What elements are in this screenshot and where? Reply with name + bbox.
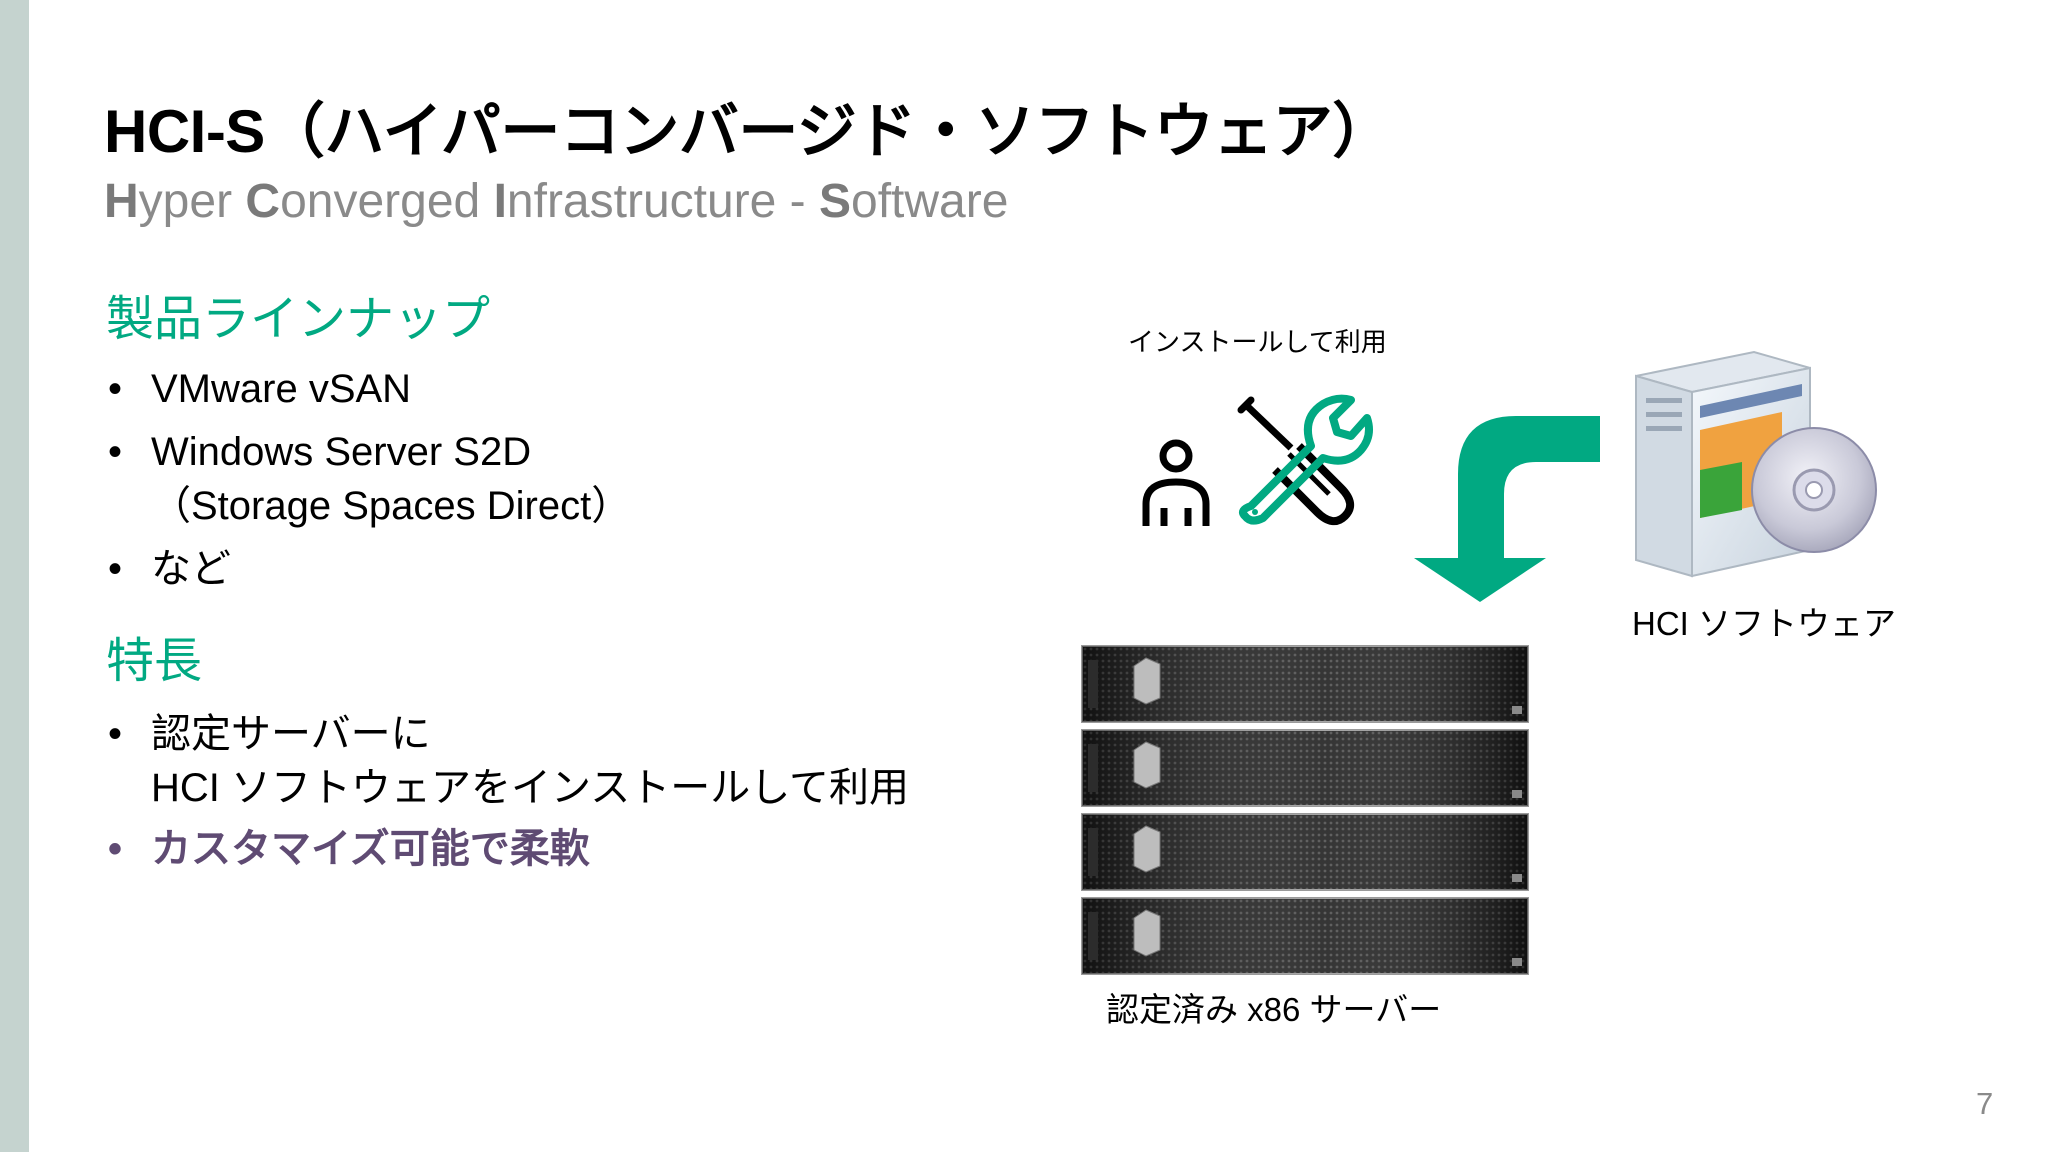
lineup-item-text: Windows Server S2D xyxy=(151,430,532,474)
install-label: インストールして利用 xyxy=(1128,327,1387,357)
feature-item-highlight: • カスタマイズ可能で柔軟 xyxy=(108,822,590,876)
server-rack-icon xyxy=(1081,645,1529,975)
person-icon xyxy=(1142,439,1210,526)
feature-item-text: 認定サーバーに xyxy=(151,712,431,756)
lineup-item-text: VMware vSAN xyxy=(151,367,412,411)
bullet-dot: • xyxy=(108,367,123,411)
lineup-item-subtext: （Storage Spaces Direct） xyxy=(151,484,632,528)
bullet-dot: • xyxy=(108,827,123,871)
bullet-dot: • xyxy=(108,430,123,474)
lineup-item: • など xyxy=(108,542,231,596)
subtitle-text-3: nfrastructure - xyxy=(506,175,819,228)
side-accent-bar xyxy=(0,0,29,1152)
software-box-icon xyxy=(1635,350,1877,578)
slide-subtitle: Hyper Converged Infrastructure - Softwar… xyxy=(104,170,1008,234)
subtitle-text-1: yper xyxy=(138,175,246,228)
slide-title: HCI-S（ハイパーコンバージド・ソフトウェア） xyxy=(104,98,1392,165)
tools-icon xyxy=(1237,394,1373,526)
page-number: 7 xyxy=(1976,1086,1994,1121)
subtitle-text-4: oftware xyxy=(851,175,1009,228)
subtitle-letter-c: C xyxy=(245,175,281,228)
subtitle-letter-h: H xyxy=(104,175,139,228)
lineup-item: • Windows Server S2D （Storage Spaces Dire… xyxy=(108,425,631,533)
arrow-down-curve-icon xyxy=(1414,416,1600,602)
subtitle-letter-i: I xyxy=(493,175,507,228)
features-heading: 特長 xyxy=(106,635,203,688)
subtitle-letter-s: S xyxy=(819,175,852,228)
lineup-item-text: など xyxy=(151,547,231,591)
server-label: 認定済み x86 サーバー xyxy=(1106,991,1442,1028)
feature-item: • 認定サーバーに HCI ソフトウェアをインストールして利用 xyxy=(108,707,909,815)
software-label: HCI ソフトウェア xyxy=(1632,605,1896,642)
subtitle-text-2: onverged xyxy=(280,175,494,228)
lineup-heading: 製品ラインナップ xyxy=(106,293,491,346)
bullet-dot: • xyxy=(108,712,123,756)
feature-item-text: カスタマイズ可能で柔軟 xyxy=(151,827,590,871)
bullet-dot: • xyxy=(108,547,123,591)
lineup-item: • VMware vSAN xyxy=(108,362,411,416)
feature-item-subtext: HCI ソフトウェアをインストールして利用 xyxy=(151,766,909,810)
